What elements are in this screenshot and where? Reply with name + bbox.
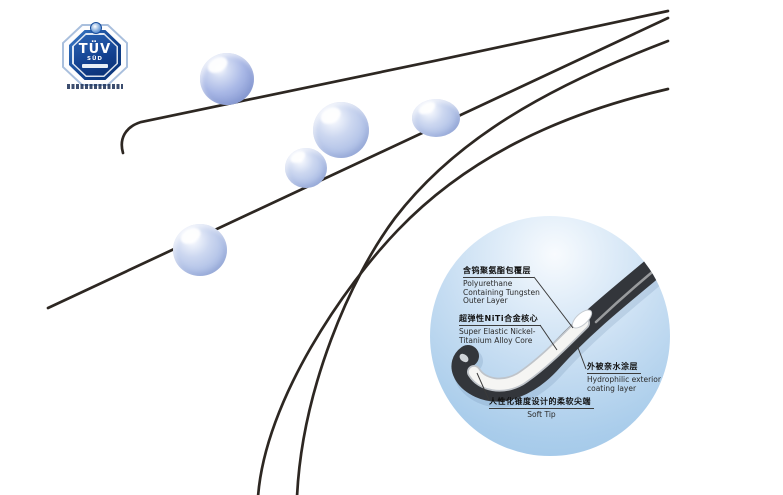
cutaway-opening <box>571 309 593 329</box>
water-droplet <box>412 99 460 137</box>
wire-strand-hooked <box>120 9 670 155</box>
soft-tip-sheen <box>459 353 469 363</box>
badge-tuv-text: TÜV <box>78 41 112 57</box>
label-outer-layer-zh: 含钨聚氨酯包覆层 <box>463 266 534 278</box>
tip-magnified-inset: 含钨聚氨酯包覆层 Polyurethane Containing Tungste… <box>430 216 670 456</box>
tube-gloss-highlight <box>594 262 664 324</box>
inset-label-soft-tip: 人性化锥度设计的柔软尖端 Soft Tip <box>489 397 594 420</box>
inset-label-coating: 外被亲水涂层 Hydrophilic exterior coating laye… <box>587 362 661 393</box>
label-outer-layer-en: Polyurethane Containing Tungsten Outer L… <box>463 279 540 306</box>
tuv-sud-certification-badge: TÜV SÜD <box>60 22 132 92</box>
badge-core: TÜV SÜD <box>73 34 117 76</box>
water-droplet <box>173 224 227 276</box>
label-core-zh: 超弹性NiTi合金核心 <box>459 314 542 326</box>
guidewire-tip-diagram <box>451 243 670 408</box>
leader-outer-layer <box>533 276 574 329</box>
inset-label-outer-layer: 含钨聚氨酯包覆层 Polyurethane Containing Tungste… <box>463 266 540 306</box>
label-coating-zh: 外被亲水涂层 <box>587 362 641 374</box>
water-droplet <box>200 53 254 105</box>
leader-lines <box>476 276 587 401</box>
water-droplet <box>285 148 327 188</box>
label-coating-en: Hydrophilic exterior coating layer <box>587 375 661 393</box>
wire-strand-sweep-right <box>295 39 670 495</box>
badge-top-emblem-icon <box>90 22 102 34</box>
leader-coating <box>576 344 587 370</box>
wire-strand-droplet-diagonal <box>46 16 670 310</box>
inset-label-core: 超弹性NiTi合金核心 Super Elastic Nickel- Titani… <box>459 314 542 345</box>
badge-caption-microtext <box>67 84 123 89</box>
label-core-en: Super Elastic Nickel- Titanium Alloy Cor… <box>459 327 536 345</box>
water-droplet <box>313 102 369 158</box>
wire-strand-sweep-left <box>256 87 670 495</box>
badge-sud-text: SÜD <box>87 55 103 62</box>
badge-microtext-band <box>82 64 108 68</box>
leader-soft-tip <box>476 372 490 401</box>
niti-alloy-core <box>468 317 589 390</box>
label-soft-tip-en: Soft Tip <box>527 410 556 419</box>
label-soft-tip-zh: 人性化锥度设计的柔软尖端 <box>489 397 594 409</box>
leader-core <box>539 324 558 351</box>
